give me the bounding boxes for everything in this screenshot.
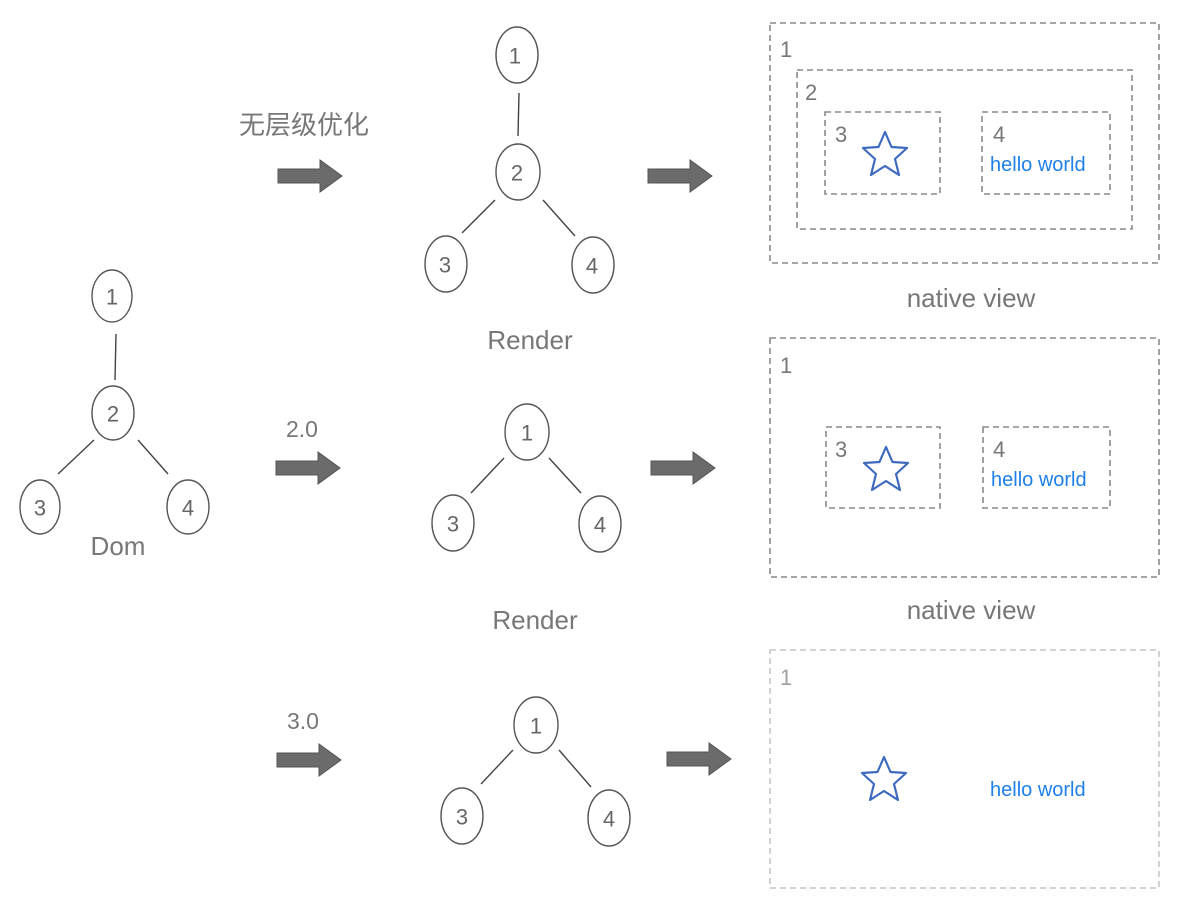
row1-edge-2-4 [542,199,576,237]
row1-node-1: 1 [495,26,539,84]
dom-edge-2-4 [137,439,169,475]
row1-box-1 [769,22,1160,264]
row1-edge-2-3 [461,199,496,234]
dom-node-2: 2 [91,385,135,441]
row1-box-3-label: 3 [835,122,847,147]
dom-tree: 1 2 3 4 Dom [19,269,210,561]
dom-edge-2-3 [57,439,95,475]
svg-text:1: 1 [521,421,533,446]
row1-node-3: 3 [424,235,468,293]
row3-render-tree: 1 3 4 [440,696,631,847]
row2-node-3: 3 [431,494,475,552]
svg-text:4: 4 [182,496,194,521]
row2-hello-text: hello world [991,469,1087,491]
right-arrow-icon [276,743,342,777]
row1-node-2: 2 [495,143,541,201]
dom-edge-1-2 [114,333,117,381]
svg-text:1: 1 [106,285,118,310]
row1-render-caption: Render [487,325,573,355]
row1-node-4: 4 [571,236,615,294]
row2-edge-1-4 [548,457,582,494]
right-arrow-icon [650,451,716,485]
svg-text:1: 1 [530,714,542,739]
star-icon [860,755,908,802]
row3-arrow-label: 3.0 [287,708,319,734]
svg-text:4: 4 [586,254,598,279]
row3-edge-1-4 [558,749,592,788]
row3-node-4: 4 [587,789,631,847]
svg-text:2: 2 [511,161,523,186]
row2-box-3-label: 3 [835,437,847,462]
right-arrow-icon [275,451,341,485]
row1-box-1-label: 1 [780,37,792,62]
row3: 3.0 1 3 4 1 [276,649,1160,889]
dom-node-3: 3 [19,479,61,535]
row2: 2.0 1 3 4 Render 1 [275,337,1160,635]
row2-box-1-label: 1 [780,353,792,378]
row2-native-view: 1 3 4 hello world native view [769,337,1160,625]
svg-text:2: 2 [107,402,119,427]
row1-arrow-label: 无层级优化 [239,110,369,140]
row1-native-view: 1 2 3 4 hello world native view [769,22,1160,313]
svg-text:1: 1 [509,44,521,69]
svg-text:4: 4 [594,513,606,538]
svg-text:3: 3 [34,496,46,521]
row1-native-caption: native view [907,283,1036,313]
row1-box-2 [796,69,1133,230]
row3-hello-text: hello world [990,779,1086,801]
row2-render-tree: 1 3 4 Render [431,403,622,635]
row1: 无层级优化 1 2 3 4 Render [239,22,1160,355]
row3-node-3: 3 [440,787,484,845]
row1-box-4 [981,111,1111,195]
right-arrow-icon [277,159,343,193]
row2-box-3 [825,426,941,509]
row1-box-4-label: 4 [993,122,1005,147]
dom-node-4: 4 [166,479,210,535]
row1-edge-1-2 [517,92,520,137]
row2-edge-1-3 [470,457,505,494]
row3-edge-1-3 [480,749,514,785]
dom-node-1: 1 [91,269,133,323]
row3-native-view: 1 hello world [769,649,1160,889]
svg-text:3: 3 [456,805,468,830]
row2-node-1: 1 [504,403,550,461]
dom-caption: Dom [91,531,146,561]
row1-render-tree: 1 2 3 4 Render [424,26,615,355]
right-arrow-icon [647,159,713,193]
row2-arrow-label: 2.0 [286,416,318,442]
star-icon [862,445,910,492]
row2-node-4: 4 [578,495,622,553]
right-arrow-icon [666,742,732,776]
row1-box-2-label: 2 [805,80,817,105]
star-icon [861,130,909,177]
row1-box-3 [824,111,941,195]
row2-native-caption: native view [907,595,1036,625]
row2-box-4 [982,426,1111,509]
row2-render-caption: Render [492,605,578,635]
row2-box-1 [769,337,1160,578]
row3-box-1-label: 1 [780,665,792,690]
row3-box-1 [769,649,1160,889]
row3-node-1: 1 [513,696,559,754]
row2-box-4-label: 4 [993,437,1005,462]
row1-hello-text: hello world [990,154,1086,176]
svg-text:4: 4 [603,807,615,832]
svg-text:3: 3 [439,253,451,278]
svg-text:3: 3 [447,512,459,537]
